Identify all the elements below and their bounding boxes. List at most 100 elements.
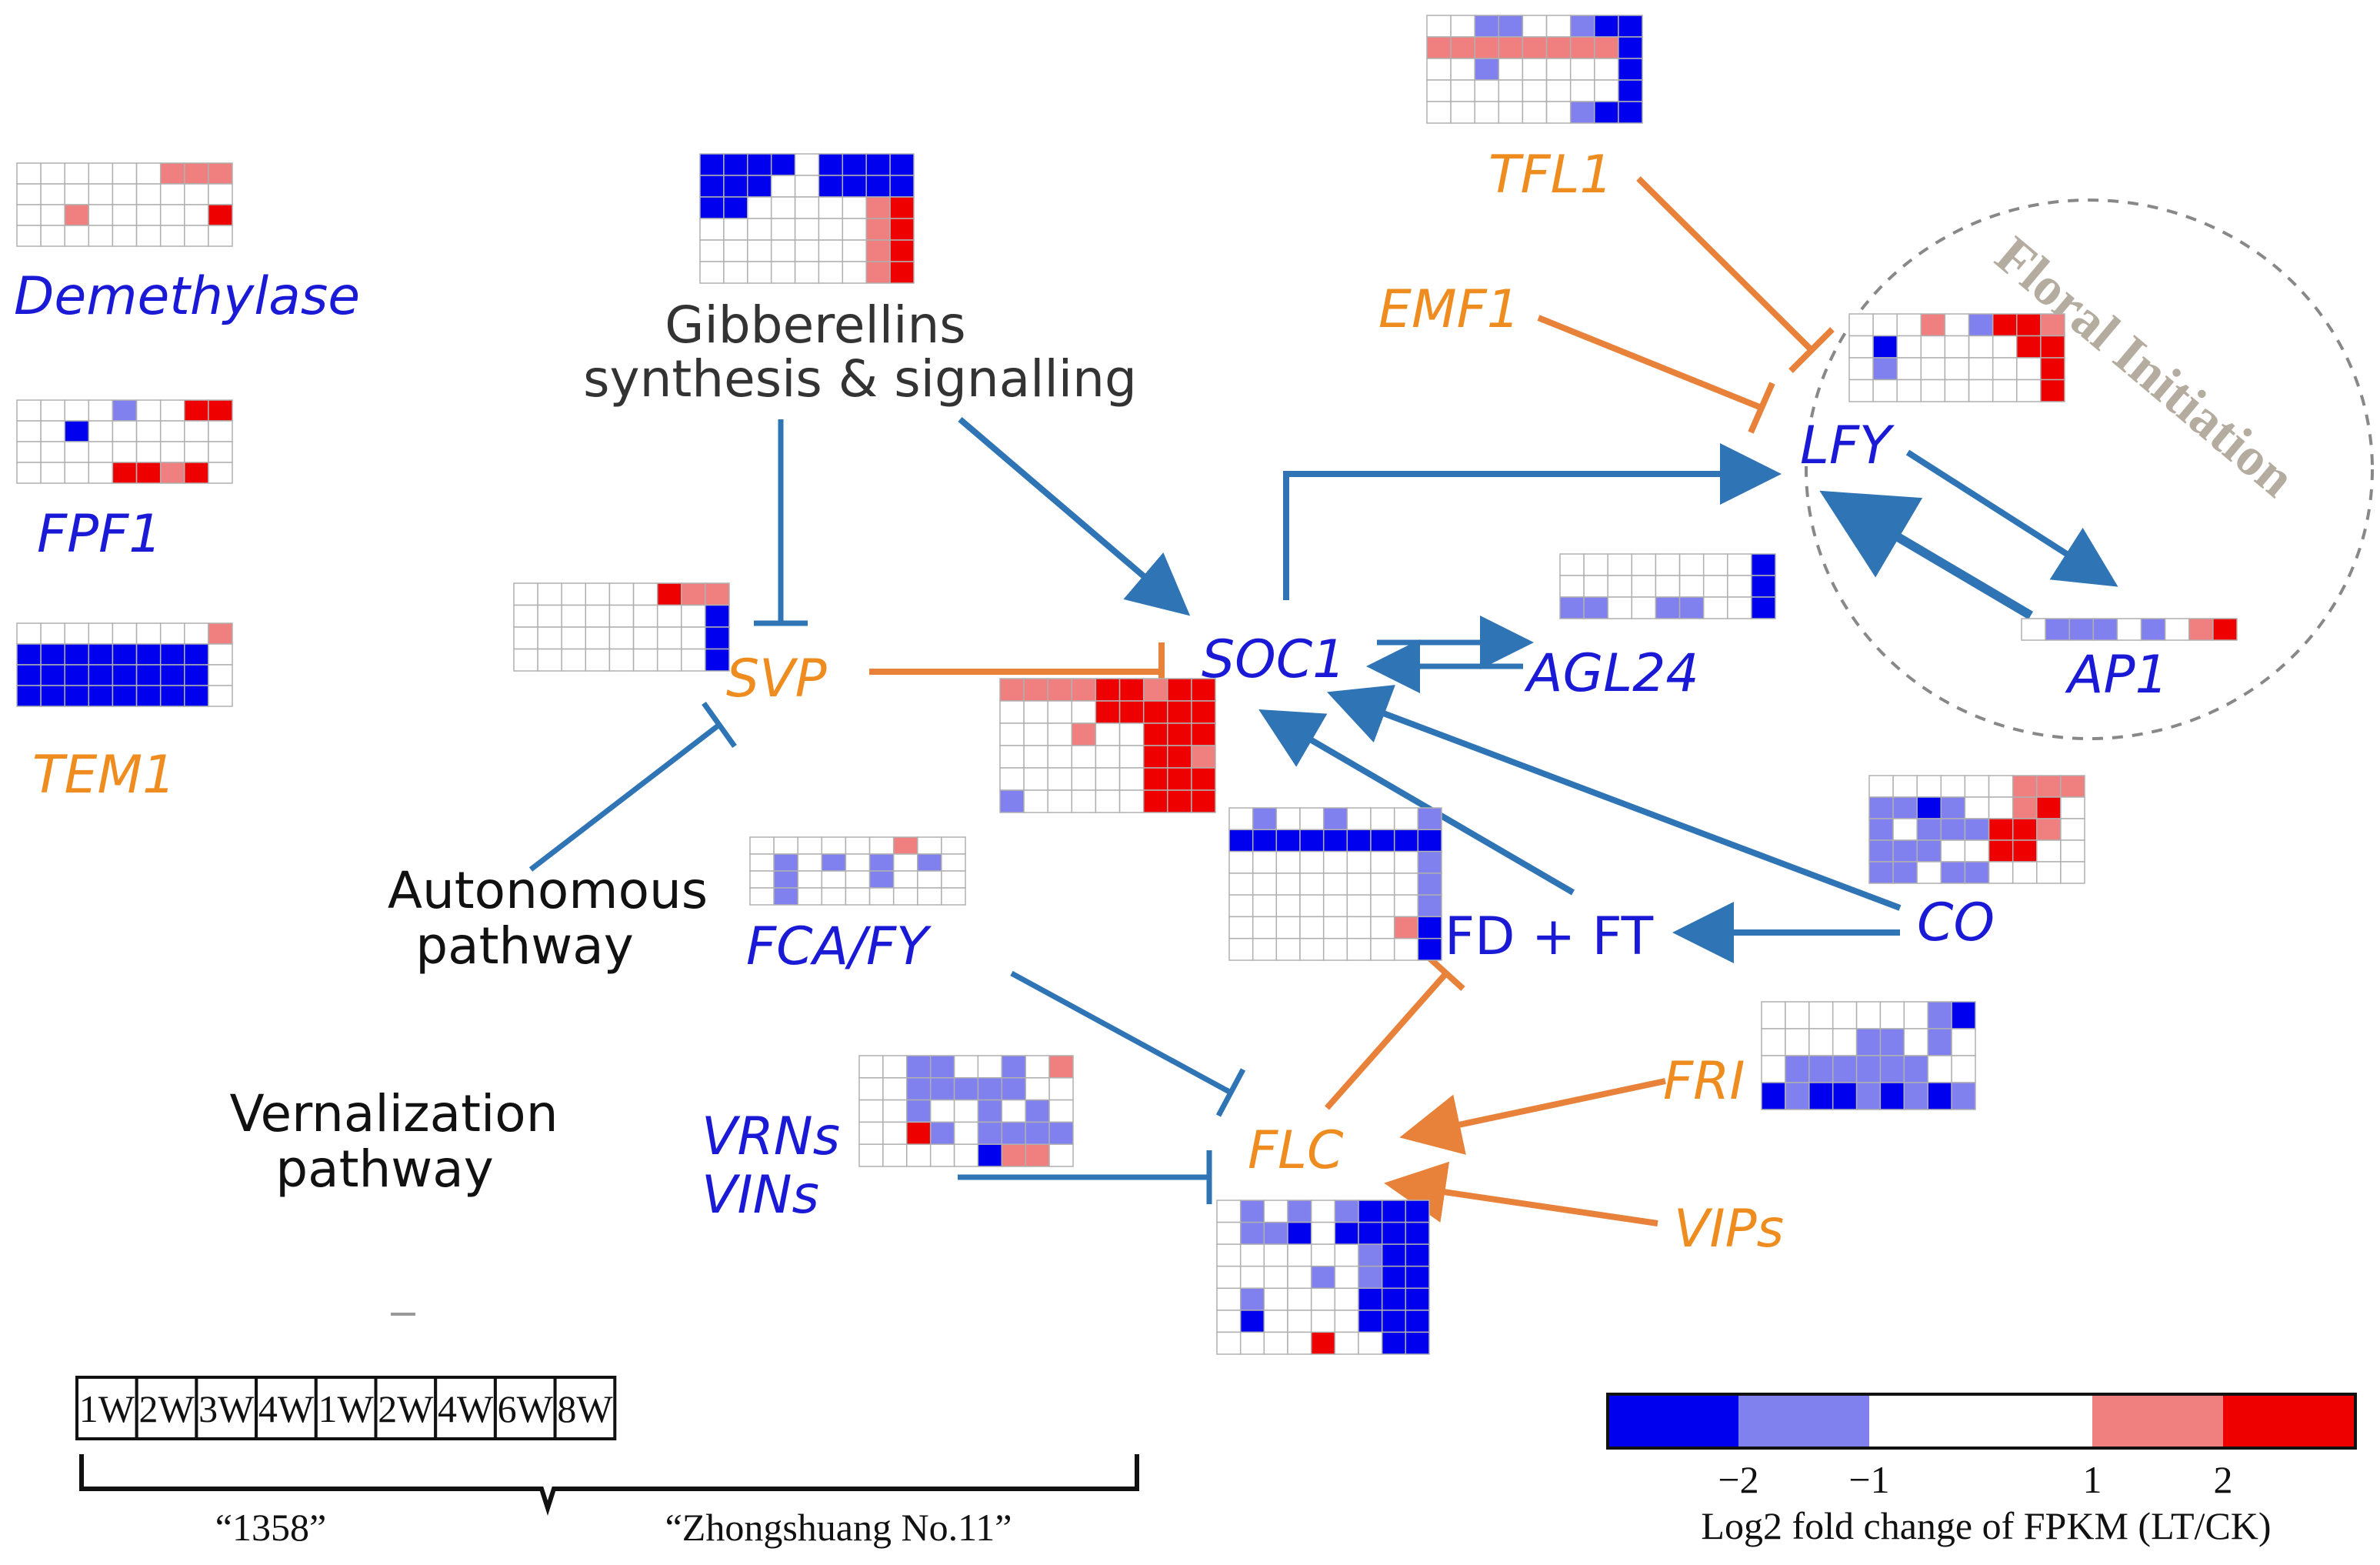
heatmap-cell [1001, 1143, 1026, 1167]
heatmap-cell [906, 1077, 932, 1101]
heatmap-cell [1346, 807, 1372, 831]
heatmap-cell [159, 204, 185, 226]
heatmap-cell [1964, 775, 1990, 798]
heatmap-cell [2021, 618, 2046, 641]
heatmap-cell [40, 685, 65, 707]
heatmap-cell [1785, 1001, 1810, 1029]
heatmap-cell [159, 225, 185, 247]
heatmap-cell [64, 183, 90, 205]
heatmap-cell [1545, 101, 1572, 124]
heatmap-cell [1071, 722, 1097, 746]
heatmap-cell [1142, 722, 1168, 746]
heatmap-cell [1071, 745, 1097, 769]
heatmap-cell [1346, 829, 1372, 853]
heatmap-cell [1916, 775, 1942, 798]
heatmap-cell [1048, 1055, 1074, 1079]
heatmap-cell [1727, 596, 1752, 619]
heatmap-cell [1047, 722, 1073, 746]
heatmap-cell [1095, 745, 1121, 769]
pathway-gibberellins-line1: Gibberellins [665, 295, 965, 355]
heatmap-cell [1216, 1200, 1242, 1223]
heatmap-cell [1903, 1001, 1928, 1029]
heatmap-cell [821, 836, 847, 855]
heatmap-cell [906, 1121, 932, 1145]
heatmap-cell [1879, 1055, 1905, 1083]
heatmap-cell [1287, 1265, 1312, 1290]
heatmap-cell [1393, 937, 1419, 961]
heatmap-cell [1358, 1287, 1383, 1311]
heatmap-cell [1868, 775, 1894, 798]
heatmap-cell [112, 685, 138, 707]
heatmap-cell [1216, 1310, 1242, 1333]
heatmap-cell [1988, 839, 2014, 863]
heatmap-cell [208, 664, 233, 686]
heatmap-cell [1334, 1265, 1359, 1290]
floral-initiation-circle [1805, 199, 2374, 740]
heatmap-cell [64, 399, 90, 422]
heatmap-cell [1761, 1001, 1786, 1029]
timepoint-cell [553, 1376, 617, 1440]
legend-border [1606, 1393, 2357, 1450]
heatmap-cell [1618, 79, 1643, 102]
heatmap-cell [1048, 1143, 1074, 1167]
heatmap-cell [184, 225, 209, 247]
heatmap-cell [929, 1143, 955, 1167]
heatmap-cell [845, 836, 871, 855]
heatmap-cell [40, 204, 65, 226]
heatmap-cell [1992, 335, 2018, 359]
heatmap-cell [999, 767, 1025, 791]
heatmap-cell [1310, 1221, 1336, 1245]
heatmap-cell [1167, 745, 1192, 769]
edge-fri-to-flc [1399, 1078, 1666, 1155]
heatmap-cell [608, 604, 635, 628]
heatmap-cell [699, 175, 725, 198]
heatmap-cell [1879, 1028, 1905, 1056]
edge-autonomous-inhibits-svp [528, 722, 722, 872]
heatmap-soc1 [999, 678, 1216, 813]
heatmap-cell [1727, 575, 1752, 598]
heatmap-cell [1370, 807, 1395, 831]
heatmap-cell [1498, 58, 1524, 81]
heatmap-cell [40, 441, 65, 463]
heatmap-cell [159, 685, 185, 707]
heatmap-cell [1522, 36, 1548, 59]
heatmap-cell [656, 626, 682, 650]
heatmap-cell [1992, 379, 2018, 402]
heatmap-cell [1920, 335, 1946, 359]
heatmap-cell [159, 664, 185, 686]
heatmap-cell [1607, 553, 1633, 576]
heatmap-cell [1001, 1077, 1026, 1101]
heatmap-cell [1474, 79, 1500, 102]
heatmap-svp [513, 582, 730, 672]
heatmap-cell [1310, 1200, 1336, 1223]
heatmap-cell [1393, 829, 1419, 853]
heatmap-cell [1322, 873, 1348, 896]
timepoint-label: 2W [138, 1387, 195, 1430]
heatmap-cell [2060, 818, 2085, 841]
heatmap-cell [135, 622, 162, 645]
heatmap-cell [865, 239, 891, 262]
heatmap-cell [1142, 700, 1168, 724]
heatmap-cell [656, 648, 682, 672]
heatmap-cell [1405, 1310, 1430, 1333]
heatmap-cell [749, 887, 775, 906]
heatmap-cell [929, 1077, 955, 1101]
heatmap-cell [1450, 79, 1475, 102]
heatmap-cell [821, 853, 847, 872]
heatmap-cell [1522, 15, 1548, 38]
heatmap-cell [1426, 101, 1452, 124]
heatmap-cell [608, 648, 635, 672]
legend-tick: 2 [2214, 1458, 2233, 1501]
heatmap-cell [88, 225, 114, 247]
heatmap-cell [64, 462, 90, 484]
heatmap-cell [889, 153, 915, 176]
heatmap-cell [184, 462, 209, 484]
heatmap-cell [865, 261, 891, 284]
heatmap-cell [1228, 894, 1254, 918]
heatmap-fpf1 [16, 399, 233, 484]
heatmap-cell [681, 626, 706, 650]
heatmap-cell [999, 678, 1025, 702]
heatmap-cell [1287, 1243, 1312, 1267]
heatmap-ap1 [2021, 618, 2238, 641]
